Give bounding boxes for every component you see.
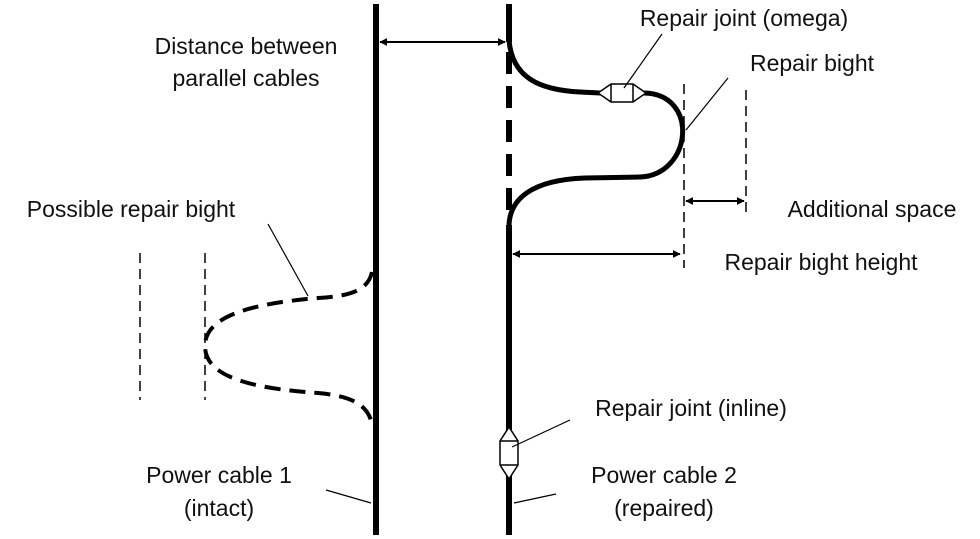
possible-bight-leader [267, 223, 309, 297]
distance-label-line1: Distance between [155, 33, 338, 59]
inline-joint-leader [511, 419, 571, 448]
repair-joint-inline [499, 425, 519, 481]
repair-bight-leader [685, 77, 729, 131]
possible-repair-bight-label: Possible repair bight [27, 196, 236, 222]
repair-bight-label: Repair bight [750, 50, 875, 76]
power-cable-1-label-line1: Power cable 1 [146, 462, 292, 488]
power-cable-2-label-line1: Power cable 2 [591, 462, 737, 488]
omega-joint-leader [623, 33, 663, 89]
repair-bight-height-label: Repair bight height [724, 249, 918, 275]
repair-joint-omega [596, 83, 648, 103]
repair-joint-inline-label: Repair joint (inline) [595, 395, 787, 421]
power-cable-2-leader [513, 493, 557, 504]
repair-bight-curve [506, 39, 685, 226]
power-cable-1-label-line2: (intact) [184, 495, 254, 521]
additional-space-label: Additional space [788, 196, 957, 222]
power-cable-2-label-line2: (repaired) [614, 495, 714, 521]
repair-joint-omega-label: Repair joint (omega) [640, 5, 848, 31]
power-cable-1-leader [325, 489, 372, 504]
possible-repair-bight-curve [202, 271, 374, 425]
distance-label-line2: parallel cables [172, 65, 319, 91]
